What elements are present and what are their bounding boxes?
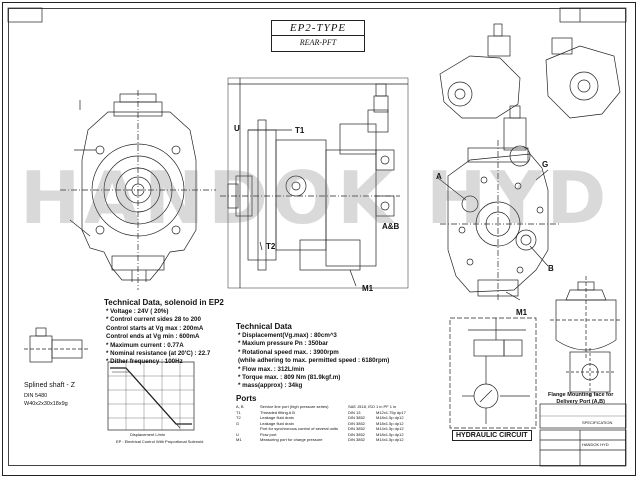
port-desc: Measuring port for charge pressure [260, 437, 323, 442]
ports-table: A, B Service line port (high pressure ser… [236, 404, 406, 443]
port-desc: Flow port [260, 431, 277, 437]
title-block [539, 403, 627, 467]
port-code: M1 [236, 437, 242, 442]
port-code: U [236, 431, 239, 437]
isometric-views [439, 23, 621, 119]
ports-row: T2 Leakage fluid drain DIN 3852 M18x1.5p dp… [236, 415, 406, 421]
port-size: M12x1.75p dp17 [376, 409, 406, 415]
callout-g: G [542, 160, 549, 169]
shaft-sketch [24, 327, 88, 363]
hydraulic-circuit-label: HYDRAULIC CIRCUIT [452, 430, 532, 441]
solenoid-line: * Nominal resistance (at 20'C) : 22.7 [106, 350, 211, 358]
port-code: G [236, 420, 240, 426]
solenoid-line: * Voltage : 24V ( 20%) [106, 308, 169, 315]
port-code: A, B [236, 404, 244, 409]
solenoid-line: * Control current sides 28 to 200 [106, 316, 201, 324]
port-size: M18x1.5p dp12 [376, 431, 404, 437]
port-code: T2 [236, 415, 241, 420]
technical-line: * Displacement(Vg.max) : 80cm^3 [238, 332, 337, 339]
hydraulic-circuit-diagram [449, 317, 537, 429]
drawing-title: EP2-TYPE [272, 21, 364, 36]
port-desc: Leakage fluid drain [260, 415, 294, 420]
port-detail [566, 348, 614, 396]
shaft-din: DIN 5480 [24, 393, 48, 399]
port-std: SAE J518, ISO [348, 404, 375, 409]
port-size: 1 in PF 1 in [376, 404, 397, 409]
technical-line: * Rotational speed max. : 3900rpm [238, 348, 339, 356]
solenoid-spec-list: * Voltage : 24V ( 20%) * Control current… [106, 308, 210, 367]
technical-spec-list: * Displacement(Vg.max) : 80cm^3 * Maxium… [238, 332, 389, 391]
solenoid-graph [107, 361, 195, 431]
flange-caption-line: Delivery Port (A,B) [556, 399, 605, 405]
technical-line: (while adhering to max. permitted speed … [238, 357, 390, 365]
front-view [60, 90, 216, 290]
solenoid-line: Control starts at Vg max : 200mA [106, 324, 204, 332]
callout-b: B [548, 264, 554, 273]
drawing-sheet [2, 2, 636, 476]
callout-t2: T2 [266, 242, 276, 251]
port-size: M14x1.5p dp12 [376, 426, 404, 431]
port-std: DIN 3852 [348, 415, 365, 420]
graph-xlabel: Displacement L/min [130, 432, 166, 437]
rear-view [437, 105, 560, 301]
port-std: DIN 13 [348, 409, 361, 415]
port-std: DIN 3852 [348, 420, 365, 426]
ports-row: Port for synchronous control of several … [236, 426, 406, 432]
flange-caption: Flange Mounting face for Delivery Port (… [548, 392, 613, 406]
callout-t1: T1 [295, 126, 305, 135]
shaft-spec: W40x2x30x18x9g [24, 401, 68, 407]
callout-u: U [234, 124, 240, 133]
technical-line: * Maxium pressure Pn : 350bar [238, 340, 329, 348]
port-size: M18x1.5p dp12 [376, 415, 404, 420]
drawing-title-box: EP2-TYPE REAR-PFT [271, 20, 365, 52]
flange-sketch [550, 276, 622, 360]
callout-ab: A&B [382, 222, 400, 231]
technical-line: * Torque max. : 809 Nm (81.9kgf.m) [238, 374, 341, 382]
ports-row: M1 Measuring port for charge pressure DIN … [236, 437, 406, 443]
technical-heading: Technical Data [236, 322, 292, 331]
port-desc: Port for synchronous control of several … [260, 426, 339, 431]
flange-caption-line: Flange Mounting face for [548, 392, 614, 398]
port-size: M18x1.5p dp12 [376, 420, 404, 426]
port-desc: Service line port (high pressure series) [260, 404, 329, 409]
solenoid-line: Control ends at Vg min : 600mA [106, 333, 200, 341]
shaft-heading: Splined shaft - Z [24, 382, 75, 389]
callout-a: A [436, 172, 442, 181]
title-block-company: HANDOK HYD [582, 442, 609, 447]
port-size: M14x1.5p dp12 [376, 437, 404, 442]
port-std: DIN 3852 [348, 426, 365, 431]
port-std: DIN 3852 [348, 431, 365, 437]
title-block-spec: SPECIFICATION [582, 420, 613, 425]
port-desc: Threaded fitting A B [260, 409, 295, 415]
ports-heading: Ports [236, 394, 257, 403]
drawing-subtitle: REAR-PFT [299, 38, 337, 47]
port-code: T1 [236, 409, 241, 415]
graph-caption: EP : Electrical Control With Proportiona… [116, 439, 204, 444]
solenoid-heading: Technical Data, solenoid in EP2 [104, 298, 224, 307]
solenoid-line: * Dither frequency : 100Hz [106, 358, 183, 366]
ports-row: T1 Threaded fitting A B DIN 13 M12x1.75p dp… [236, 410, 406, 416]
side-view [220, 77, 409, 289]
ports-row: U Flow port DIN 3852 M18x1.5p dp12 [236, 432, 406, 438]
technical-line: * Flow max. : 312L/min [238, 365, 305, 373]
watermark: HANDOK HYD [20, 156, 611, 240]
callout-m1-side: M1 [362, 284, 374, 293]
port-std: DIN 3852 [348, 437, 365, 442]
ports-row: G Leakage fluid drain DIN 3852 M18x1.5p dp1… [236, 421, 406, 427]
ports-row: A, B Service line port (high pressure ser… [236, 404, 406, 410]
port-desc: Leakage fluid drain [260, 420, 294, 426]
solenoid-line: * Maximum current : 0.77A [106, 341, 184, 349]
technical-line: * mass(approx) : 34kg [238, 382, 303, 390]
callout-m1-front: M1 [516, 308, 528, 317]
drawing-frame [8, 8, 626, 466]
